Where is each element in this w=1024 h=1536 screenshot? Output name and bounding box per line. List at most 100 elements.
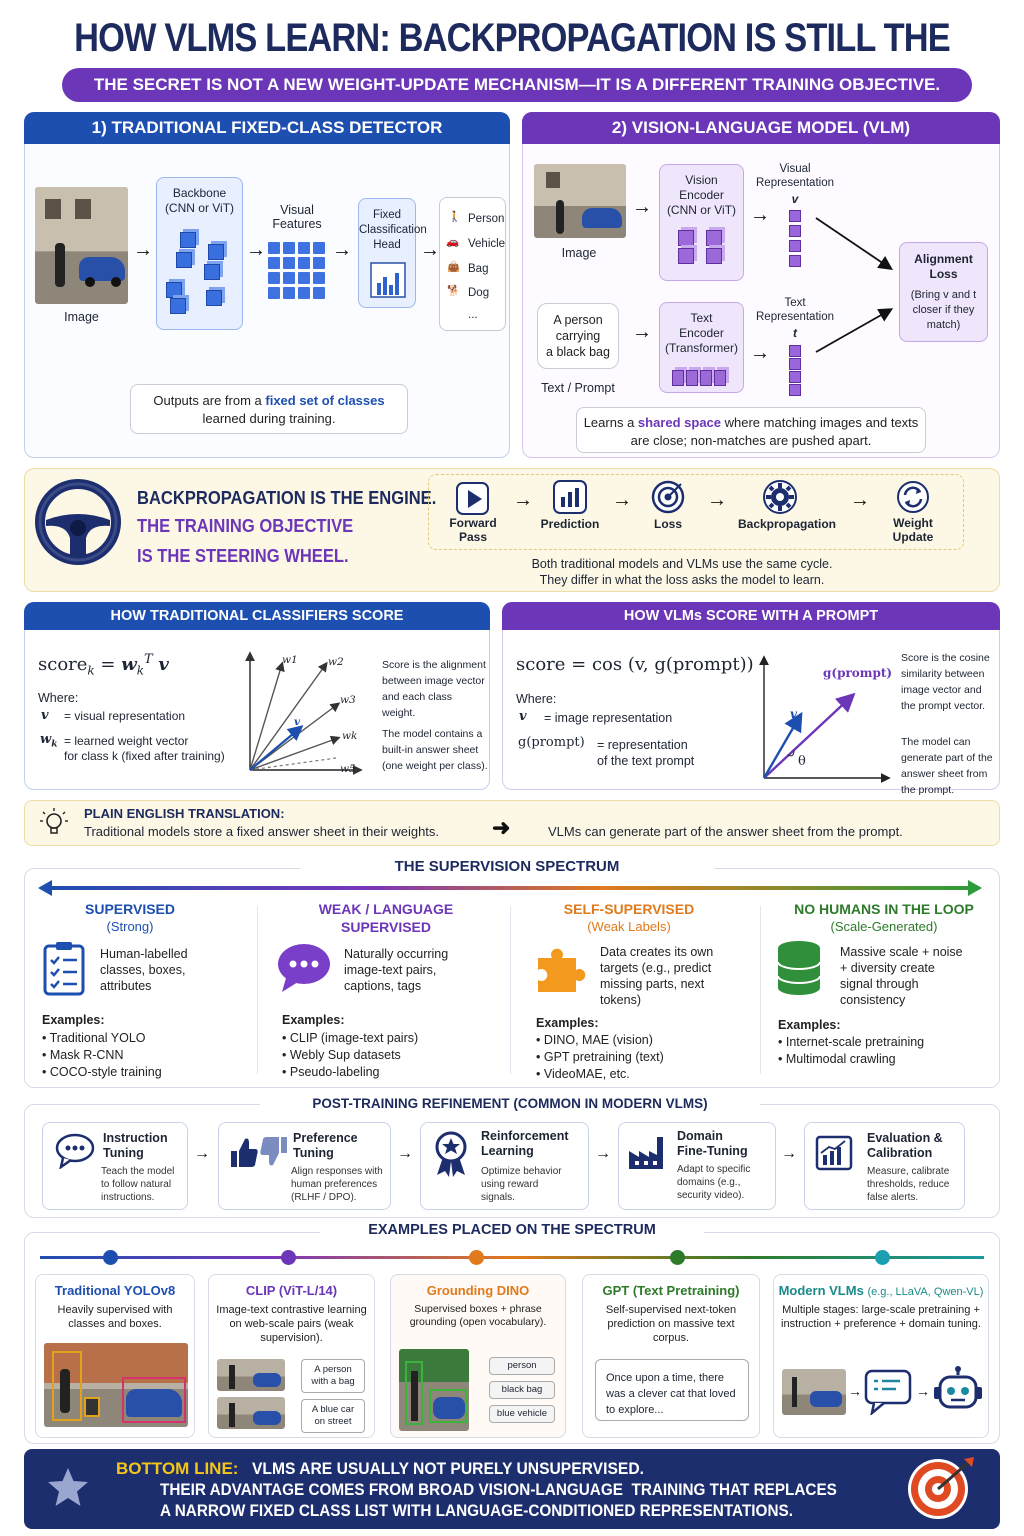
weight-vector-diagram [245,651,363,775]
theta-label: θ [798,754,806,769]
target-icon [908,1457,974,1519]
prompt-label: Text / Prompt [541,381,615,395]
vector-label: v [294,716,301,728]
bar-chart-icon [370,262,406,298]
post-card: Domain Fine-Tuning Adapt to specific dom… [618,1122,776,1210]
post-card: Evaluation & Calibration Measure, calibr… [804,1122,965,1210]
t-symbol: t [793,326,797,340]
backbone-label: Backbone (CNN or ViT) [164,186,235,215]
star-icon [48,1468,88,1506]
alignment-arrows [815,217,894,353]
post-card-desc: Adapt to specific domains (e.g., securit… [677,1164,751,1201]
example-card: Modern VLMs (e.g., LLaVA, Qwen-VL) Multi… [773,1274,989,1438]
post-card-title: Domain Fine-Tuning [677,1129,748,1158]
class-label: Vehicle [468,238,506,250]
post-card-title: Preference Tuning [293,1131,358,1160]
post-card-desc: Measure, calibrate thresholds, reduce fa… [867,1166,950,1203]
examples-label: Examples: [778,1018,841,1032]
g-vector-label: g(prompt) [823,666,893,680]
arrow: → [632,196,652,218]
g-symbol: g(prompt) [518,735,585,750]
list-item: COCO-style training [42,1064,162,1081]
spectrum-col-desc: Massive scale + noise + diversity create… [840,945,963,1007]
vlm-desc-2: The model can generate part of the answe… [901,736,993,796]
list-item: Multimodal crawling [778,1051,924,1068]
person-icon: 🚶 [448,211,462,223]
alignment-loss-label: Alignment Loss [914,252,973,281]
list-item: Webly Sup datasets [282,1047,418,1064]
spectrum-col-sub: (Weak Labels) [587,919,671,934]
caption-tag: A person with a bag [301,1359,365,1393]
gear-icon [763,480,797,514]
bottom-line-1: VLMS ARE USUALLY NOT PURELY UNSUPERVISED… [252,1459,644,1478]
spectrum-col-sub: (Scale-Generated) [830,919,938,934]
where-label: Where: [516,692,557,706]
post-card: Reinforcement Learning Optimize behavior… [420,1122,589,1210]
steering-wheel-icon [35,479,121,565]
step-label: Weight Update [892,516,934,544]
example-card: CLIP (ViT-L/14) Image-text contrastive l… [208,1274,375,1438]
list-item: GPT pretraining (text) [536,1049,664,1066]
plain-english-title: PLAIN ENGLISH TRANSLATION: [84,806,285,821]
caption-tag: A blue car on street [301,1399,365,1433]
examples-list: CLIP (image-text pairs) Webly Sup datase… [282,1030,418,1081]
head-label: Fixed Classification Head [359,209,427,251]
step-label: Backpropagation [737,517,836,531]
prompt-bubble: A person carrying a black bag [537,303,619,369]
example-desc: Image-text contrastive learning on web-s… [216,1304,367,1344]
timeline-dot [103,1250,118,1265]
training-cycle [428,474,964,550]
traditional-detector-header: 1) TRADITIONAL FIXED-CLASS DETECTOR [24,112,510,144]
timeline-dot [281,1250,296,1265]
vision-encoder-label: Vision Encoder (CNN or ViT) [666,173,737,217]
examples-list: DINO, MAE (vision) GPT pretraining (text… [536,1032,664,1083]
arrow: → [916,1383,930,1399]
examples-list: Internet-scale pretraining Multimodal cr… [778,1034,924,1068]
chat-bubble-icon [864,1369,912,1415]
image-label: Image [561,246,597,260]
examples-title: EXAMPLES PLACED ON THE SPECTRUM [320,1222,704,1238]
chart-icon [815,1135,853,1171]
example-desc: Supervised boxes + phrase grounding (ope… [409,1303,547,1328]
clipboard-icon [43,942,85,996]
arrow: → [750,342,770,364]
class-label: Bag [468,263,489,275]
spectrum-col-desc: Naturally occurring image-text pairs, ca… [344,947,449,993]
note-text: learned during training. [202,411,336,426]
note-highlight: shared space [637,415,722,430]
example-title: Grounding DINO [426,1283,530,1298]
note-text: Outputs are from a [153,393,266,408]
g-definition: = representation of the text prompt [597,738,695,768]
example-title: GPT (Text Pretraining) [602,1283,740,1298]
arrow: → [612,489,632,511]
grounding-image [399,1349,469,1431]
trad-desc-2: The model contains a built-in answer she… [382,728,488,772]
vlm-score-panel [502,602,1000,790]
spectrum-title: THE SUPERVISION SPECTRUM [300,858,714,875]
step-label: Prediction [540,517,600,531]
example-title: Traditional YOLOv8 [54,1283,176,1298]
arrow: → [750,204,770,226]
list-item: Pseudo-labeling [282,1064,418,1081]
example-card: GPT (Text Pretraining) Self-supervised n… [582,1274,760,1438]
puzzle-icon [538,948,586,992]
bar-chart-icon [553,480,587,514]
spectrum-col-title: WEAK / LANGUAGE SUPERVISED [318,901,454,935]
plain-english-left: Traditional models store a fixed answer … [84,824,440,839]
engine-caption: Both traditional models and VLMs use the… [531,557,833,587]
timeline-dot [670,1250,685,1265]
example-desc: Heavily supervised with classes and boxe… [57,1304,173,1330]
step-label: Loss [653,517,682,531]
note-highlight: fixed set of classes [265,393,385,408]
note-text: Learns a [583,415,638,430]
arrow: → [332,239,352,261]
trad-score-header: HOW TRADITIONAL CLASSIFIERS SCORE [24,602,490,630]
fixed-classes-note: Outputs are from a fixed set of classes l… [130,384,408,434]
class-list: 🚶 Person 🚗 Vehicle 👜 Bag 🐕 Dog ... [439,197,506,331]
feature-grid [268,242,338,302]
phrase-tag: black bag [489,1381,555,1399]
subtitle-banner: THE SECRET IS NOT A NEW WEIGHT-UPDATE ME… [62,68,972,102]
arrow: → [397,1145,413,1162]
vector-label: wk [342,730,358,742]
alignment-loss-desc: (Bring v and t closer if they match) [910,289,977,331]
